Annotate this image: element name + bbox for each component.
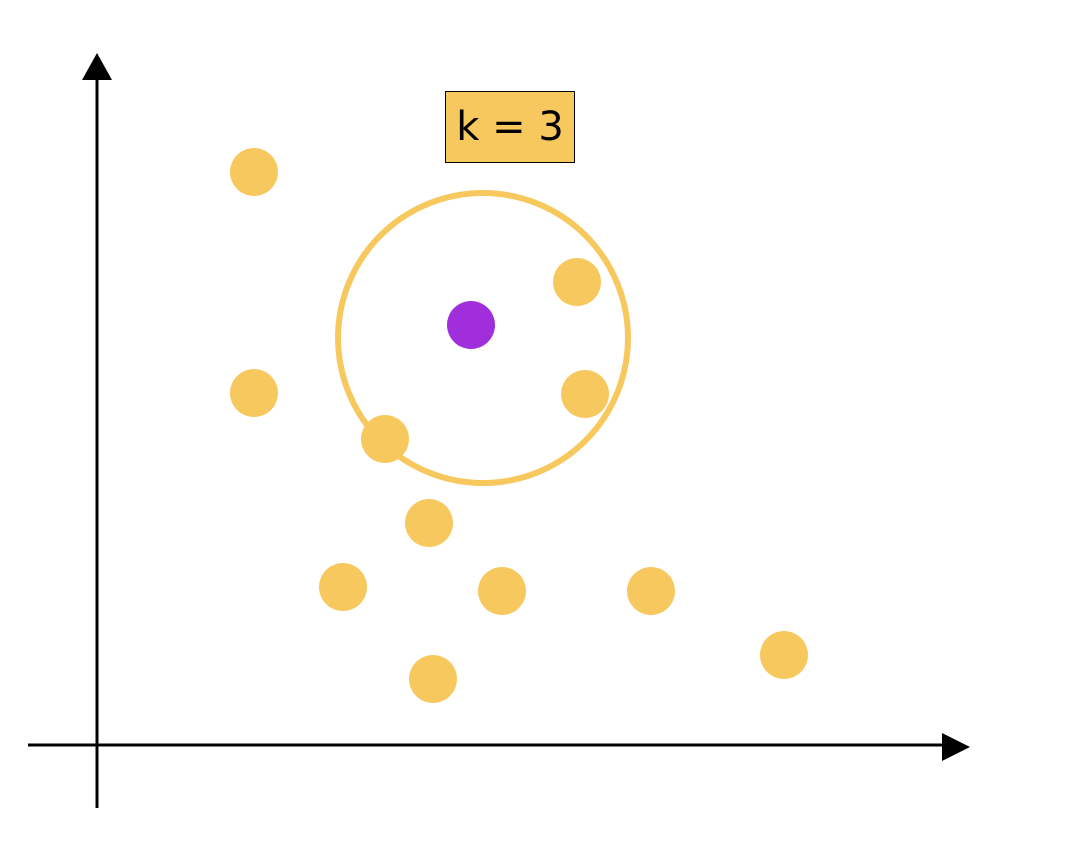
data-point-6: [405, 499, 453, 547]
data-point-2: [553, 258, 601, 306]
data-point-3: [230, 369, 278, 417]
data-point-4: [561, 370, 609, 418]
k-value-label: k = 3: [445, 91, 575, 163]
data-point-7: [319, 563, 367, 611]
data-point-8: [478, 567, 526, 615]
data-point-9: [627, 567, 675, 615]
data-point-11: [409, 655, 457, 703]
x-axis-arrowhead: [942, 733, 970, 761]
query-point: [447, 301, 495, 349]
data-points: [230, 148, 808, 703]
k-value-text: k = 3: [456, 104, 564, 150]
data-point-10: [760, 631, 808, 679]
data-point-1: [230, 148, 278, 196]
data-point-5: [361, 415, 409, 463]
neighborhood-circle: [335, 190, 631, 486]
y-axis-arrowhead: [82, 53, 112, 80]
